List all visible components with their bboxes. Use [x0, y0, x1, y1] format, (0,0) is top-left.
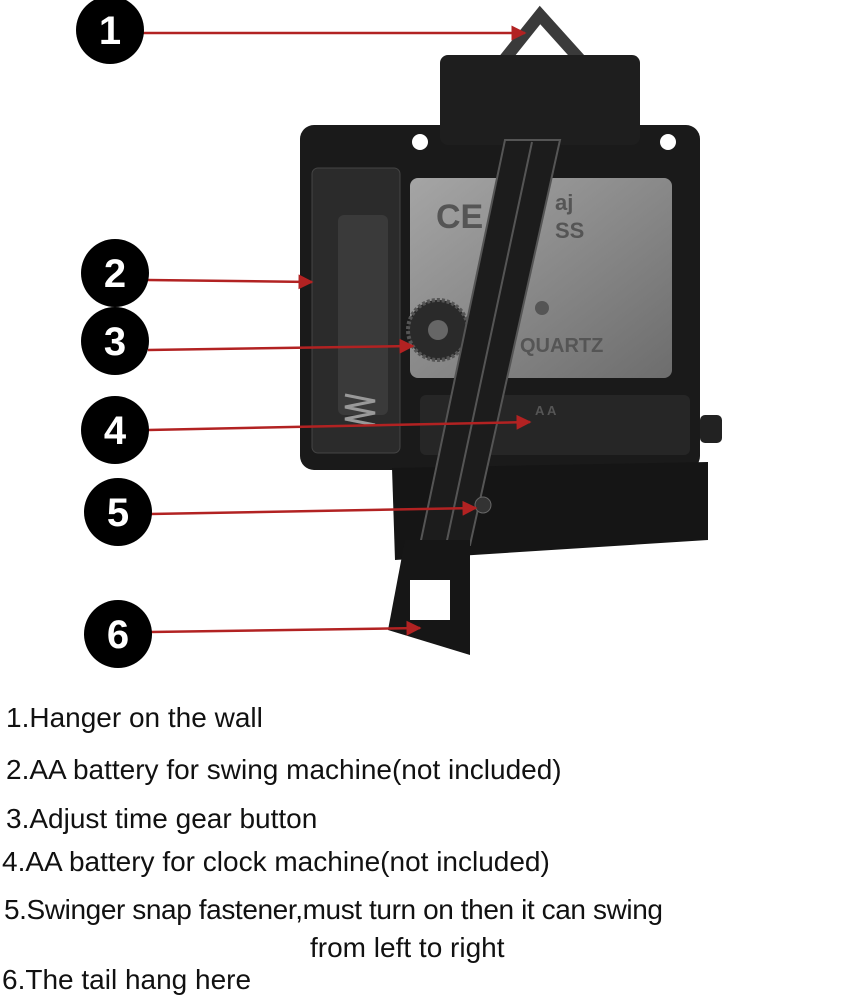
marker-1: 1	[76, 0, 144, 64]
ce-mark: CE	[436, 198, 483, 236]
marker-4: 4	[81, 396, 149, 464]
arrow-3	[147, 338, 415, 354]
svg-text:6: 6	[107, 613, 129, 657]
caption-5: 5.Swinger snap fastener,must turn on the…	[4, 894, 663, 925]
svg-text:5: 5	[107, 491, 129, 535]
clock-movement-diagram: CE aj SS QUARTZ A A 1 2 3 4 5 6	[76, 0, 722, 668]
caption-2: 2.AA battery for swing machine(not inclu…	[6, 754, 562, 785]
caption-5-continued: from left to right	[310, 932, 505, 963]
marker-5: 5	[84, 478, 152, 546]
marker-2: 2	[81, 239, 149, 307]
quartz-mark: QUARTZ	[520, 335, 603, 357]
hanger-box	[440, 55, 640, 145]
caption-3: 3.Adjust time gear button	[6, 803, 318, 834]
swinger-snap-fastener[interactable]	[474, 496, 492, 514]
battery-label: A A	[535, 403, 557, 418]
arrow-5	[149, 500, 478, 516]
brand-mark: aj	[555, 190, 573, 215]
arrow-4	[147, 414, 532, 432]
caption-1: 1.Hanger on the wall	[6, 702, 263, 733]
svg-text:2: 2	[104, 252, 126, 296]
svg-text:4: 4	[104, 409, 127, 453]
model-mark: SS	[555, 218, 584, 243]
arrow-2	[147, 274, 314, 290]
marker-3: 3	[81, 307, 149, 375]
wall-hanger	[495, 5, 590, 70]
caption-4: 4.AA battery for clock machine(not inclu…	[2, 846, 550, 877]
arrow-6	[149, 620, 422, 636]
svg-text:1: 1	[99, 9, 121, 53]
marker-6: 6	[84, 600, 152, 668]
svg-text:3: 3	[104, 320, 126, 364]
time-adjust-gear[interactable]	[406, 298, 470, 362]
caption-6: 6.The tail hang here	[2, 964, 252, 995]
